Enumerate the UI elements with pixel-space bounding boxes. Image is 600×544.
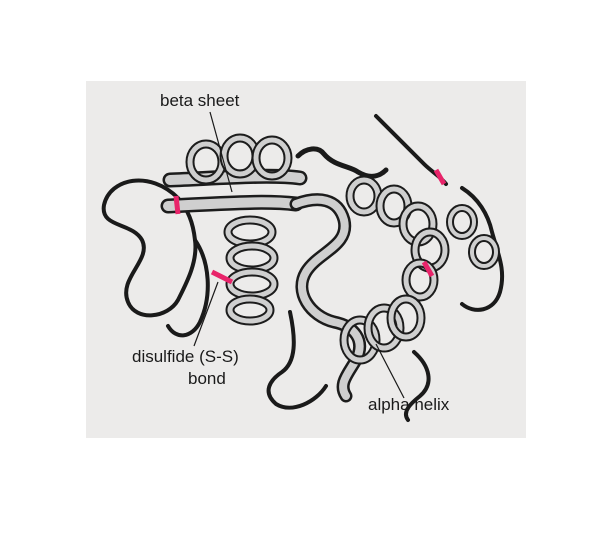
disulfide-label-line2: bond	[188, 369, 226, 388]
random-coil	[101, 114, 505, 422]
bottom-right-coil	[403, 350, 431, 422]
beta-sheet-label: beta sheet	[160, 91, 240, 110]
helix-center	[223, 215, 279, 326]
beta-sheet-leader	[209, 111, 233, 193]
disulfide-label-line1: disulfide (S-S)	[132, 347, 239, 366]
disulfide-bond-4	[421, 260, 435, 278]
disulfide-leader	[193, 281, 219, 347]
right-coil	[460, 186, 505, 312]
disulfide-bond-2	[210, 269, 234, 285]
disulfide-bond-3	[433, 168, 447, 186]
top-coil	[295, 146, 389, 179]
alpha-helix-leader	[375, 343, 405, 399]
helix-top-left	[185, 133, 293, 185]
disulfide-bond-1	[173, 195, 181, 215]
bottom-coil	[266, 310, 328, 410]
lower-left-coil	[166, 238, 210, 338]
disulfide-bonds	[173, 168, 447, 285]
diagram-background	[86, 81, 526, 438]
alpha-helix-label: alpha helix	[368, 395, 450, 414]
helix-far-right	[446, 204, 500, 270]
helix-lower-middle	[339, 294, 426, 365]
